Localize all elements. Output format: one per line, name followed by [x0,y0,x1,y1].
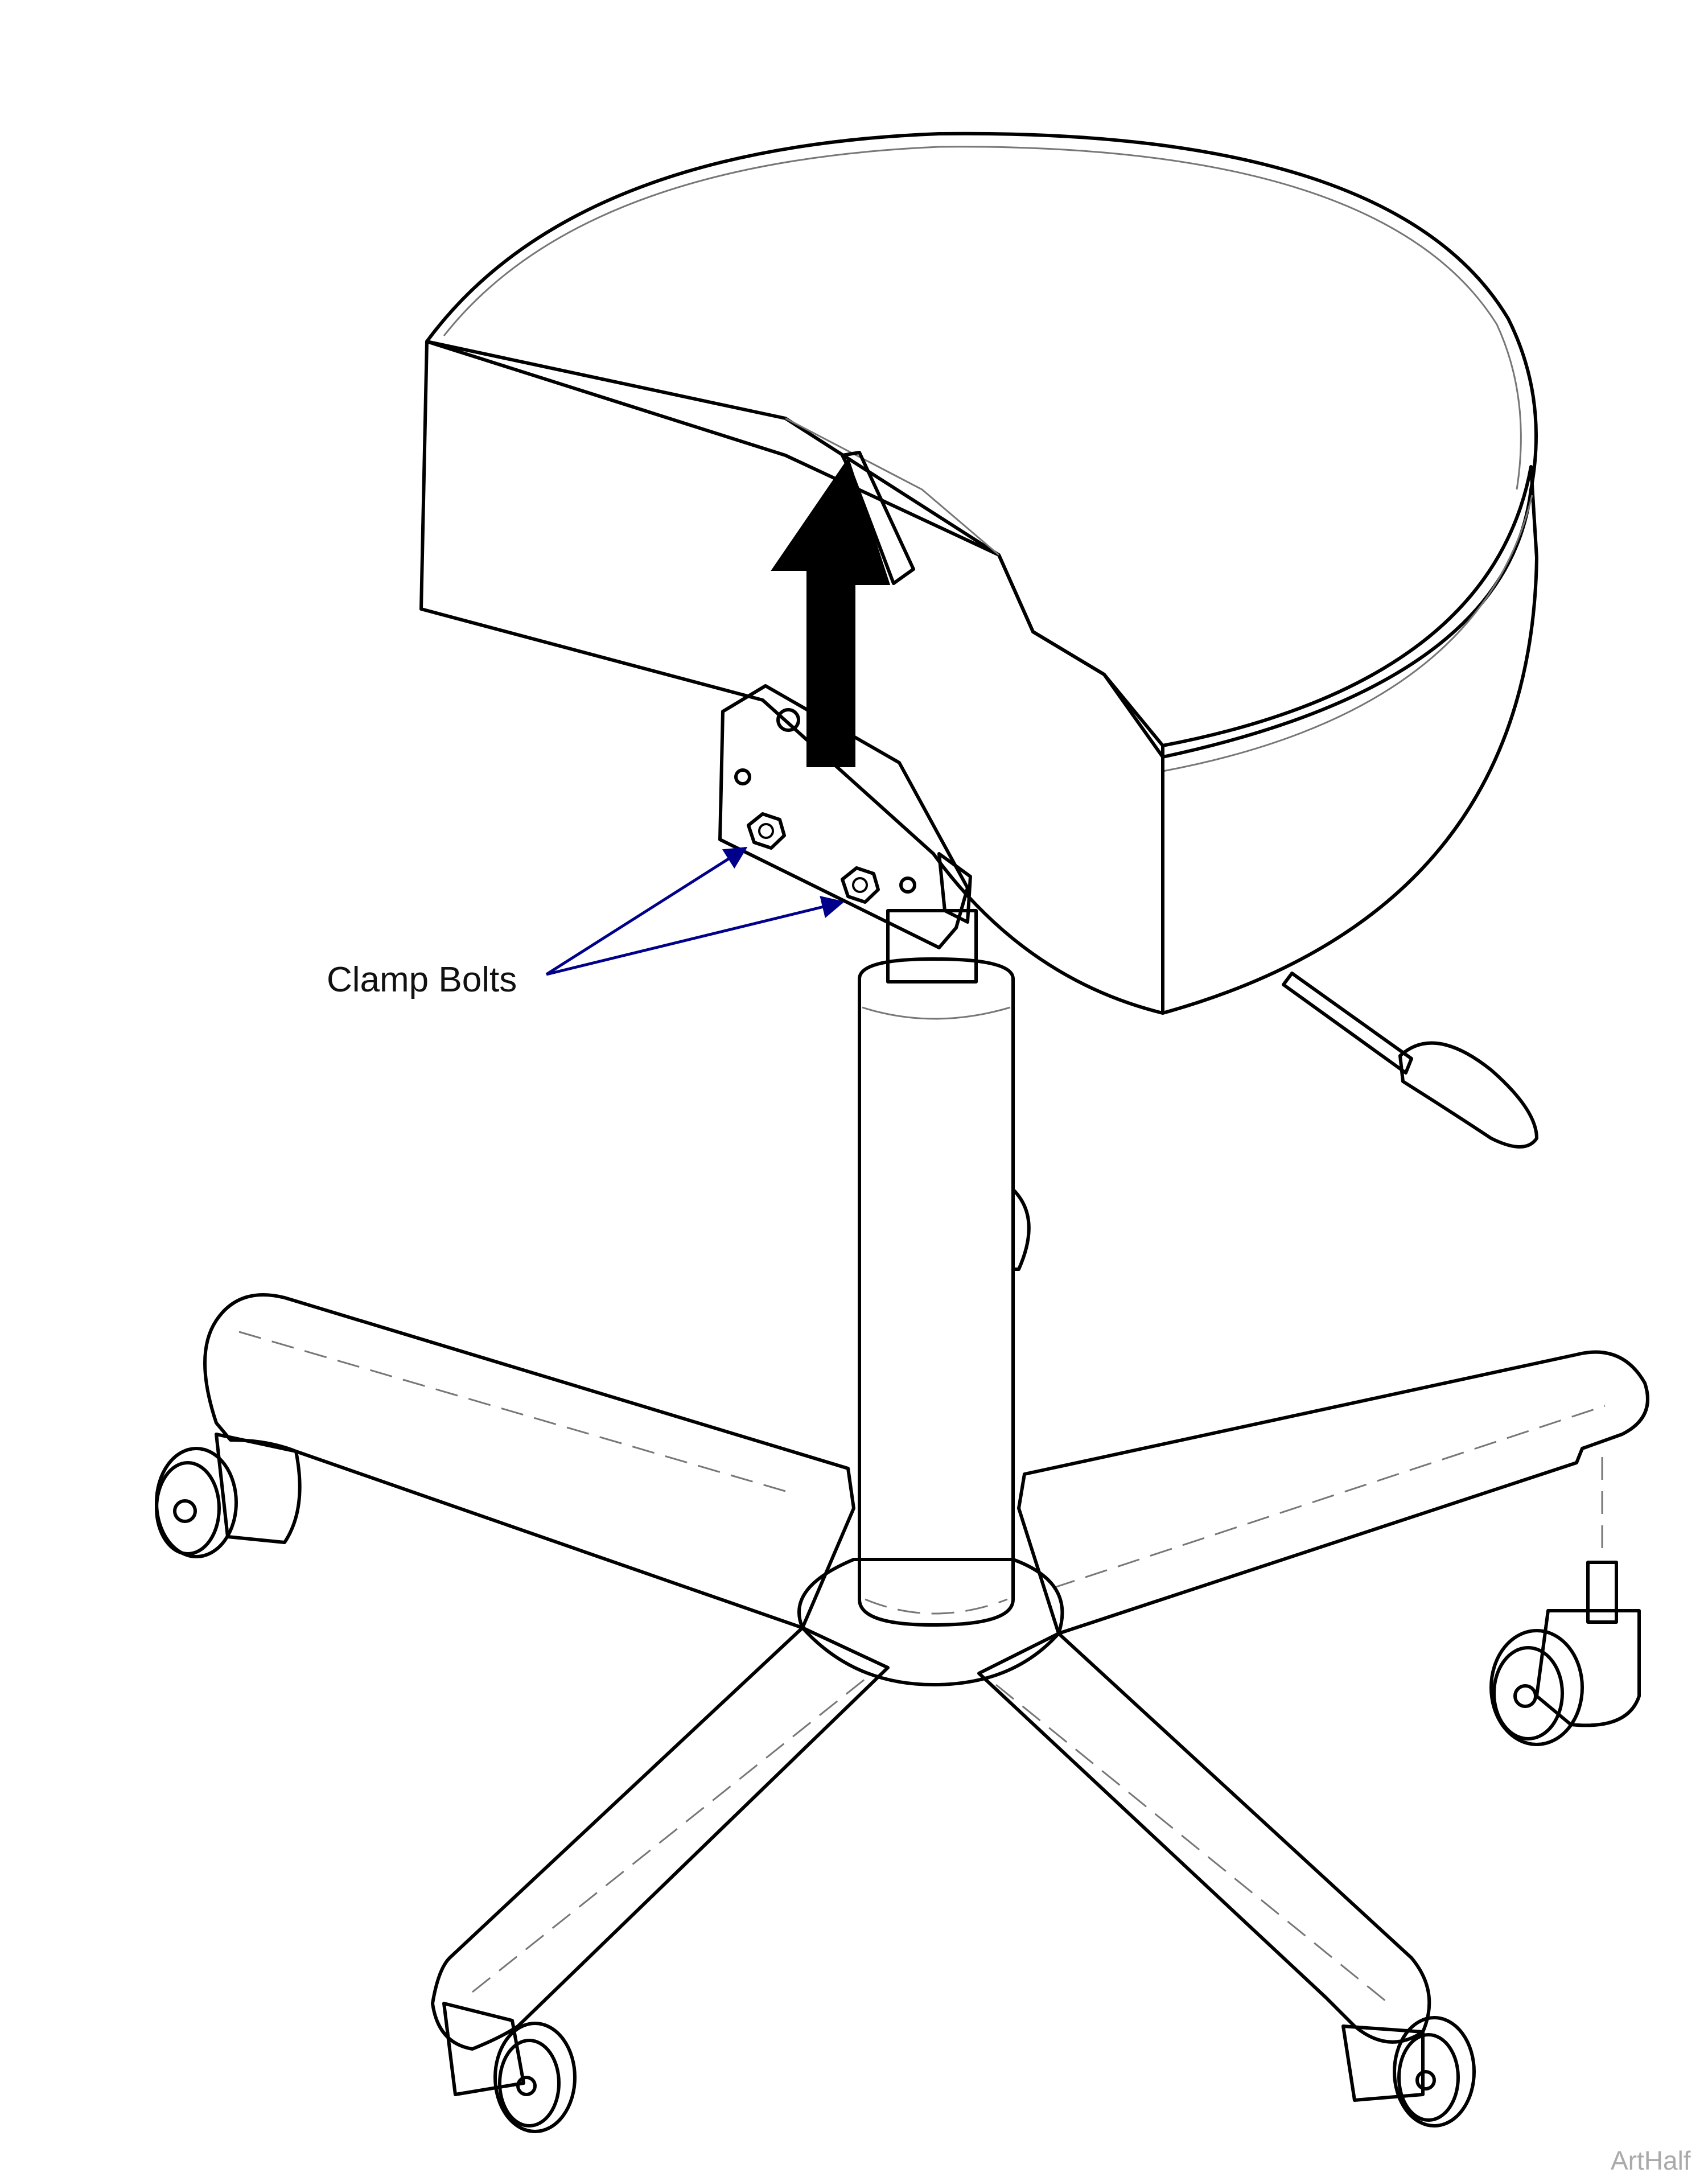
seat-cushion [419,131,1538,1015]
height-lever [1282,972,1538,1149]
clamp-bolt-upper [747,812,786,850]
up-arrow-icon [771,451,915,767]
callout-arrow-lower [546,896,845,976]
star-base [203,1293,1649,2051]
clamp-bolt-lower [841,866,880,904]
callout-arrows [545,846,845,976]
callout-arrow-upper [545,846,748,976]
caster-detached [1489,1457,1641,1746]
caster-back-left [155,1433,302,1558]
caster-front-left [442,2002,577,2133]
footer-label: ArtHalf [1611,2146,1691,2175]
callout-label: Clamp Bolts [327,960,517,999]
gas-column [858,909,1031,1627]
clamp-bracket [718,684,972,949]
caster-front-right [1341,2016,1476,2127]
